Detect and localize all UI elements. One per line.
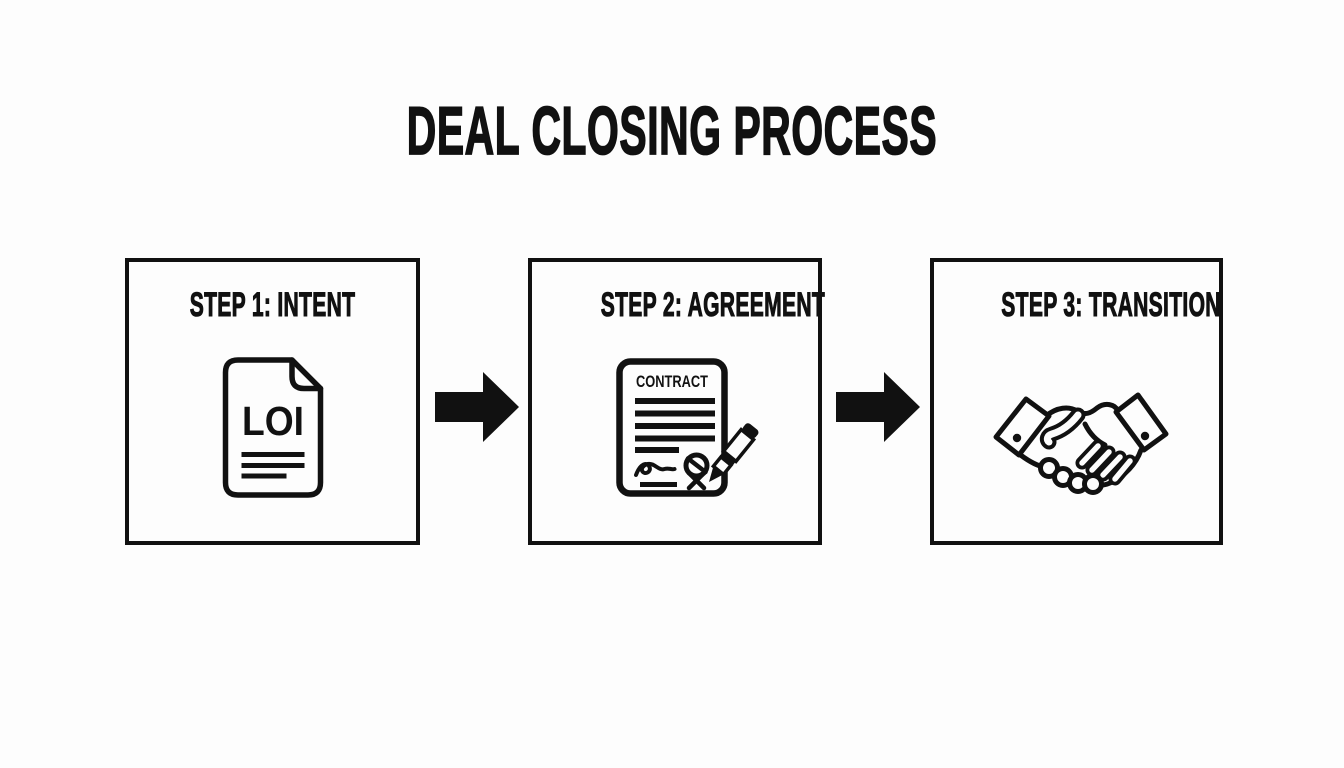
step-2-label: STEP 2: AGREEMENT bbox=[600, 286, 826, 324]
signed-contract-icon: CONTRACT bbox=[616, 358, 759, 497]
contract-label: CONTRACT bbox=[636, 372, 708, 391]
loi-label: LOI bbox=[242, 398, 304, 444]
pen-icon bbox=[709, 423, 759, 482]
page-title-row: DEAL CLOSING PROCESS bbox=[0, 93, 1344, 169]
arrow-right-icon bbox=[435, 372, 519, 442]
step-box-agreement: STEP 2: AGREEMENT CONTRACT bbox=[528, 258, 826, 545]
step-1-label: STEP 1: INTENT bbox=[189, 286, 356, 324]
step-box-intent: STEP 1: INTENT LOI bbox=[125, 258, 420, 545]
loi-document-icon: LOI bbox=[222, 357, 323, 498]
arrow-right-icon bbox=[836, 372, 920, 442]
handshake-icon bbox=[993, 392, 1169, 495]
step-box-transition: STEP 3: TRANSITION bbox=[930, 258, 1223, 545]
signature-squiggle bbox=[634, 461, 677, 477]
seal-ribbon bbox=[683, 452, 710, 491]
cuff-button bbox=[1140, 431, 1150, 441]
page-title: DEAL CLOSING PROCESS bbox=[406, 93, 938, 169]
cuff-button bbox=[1012, 433, 1022, 443]
step-3-label: STEP 3: TRANSITION bbox=[1001, 286, 1221, 324]
